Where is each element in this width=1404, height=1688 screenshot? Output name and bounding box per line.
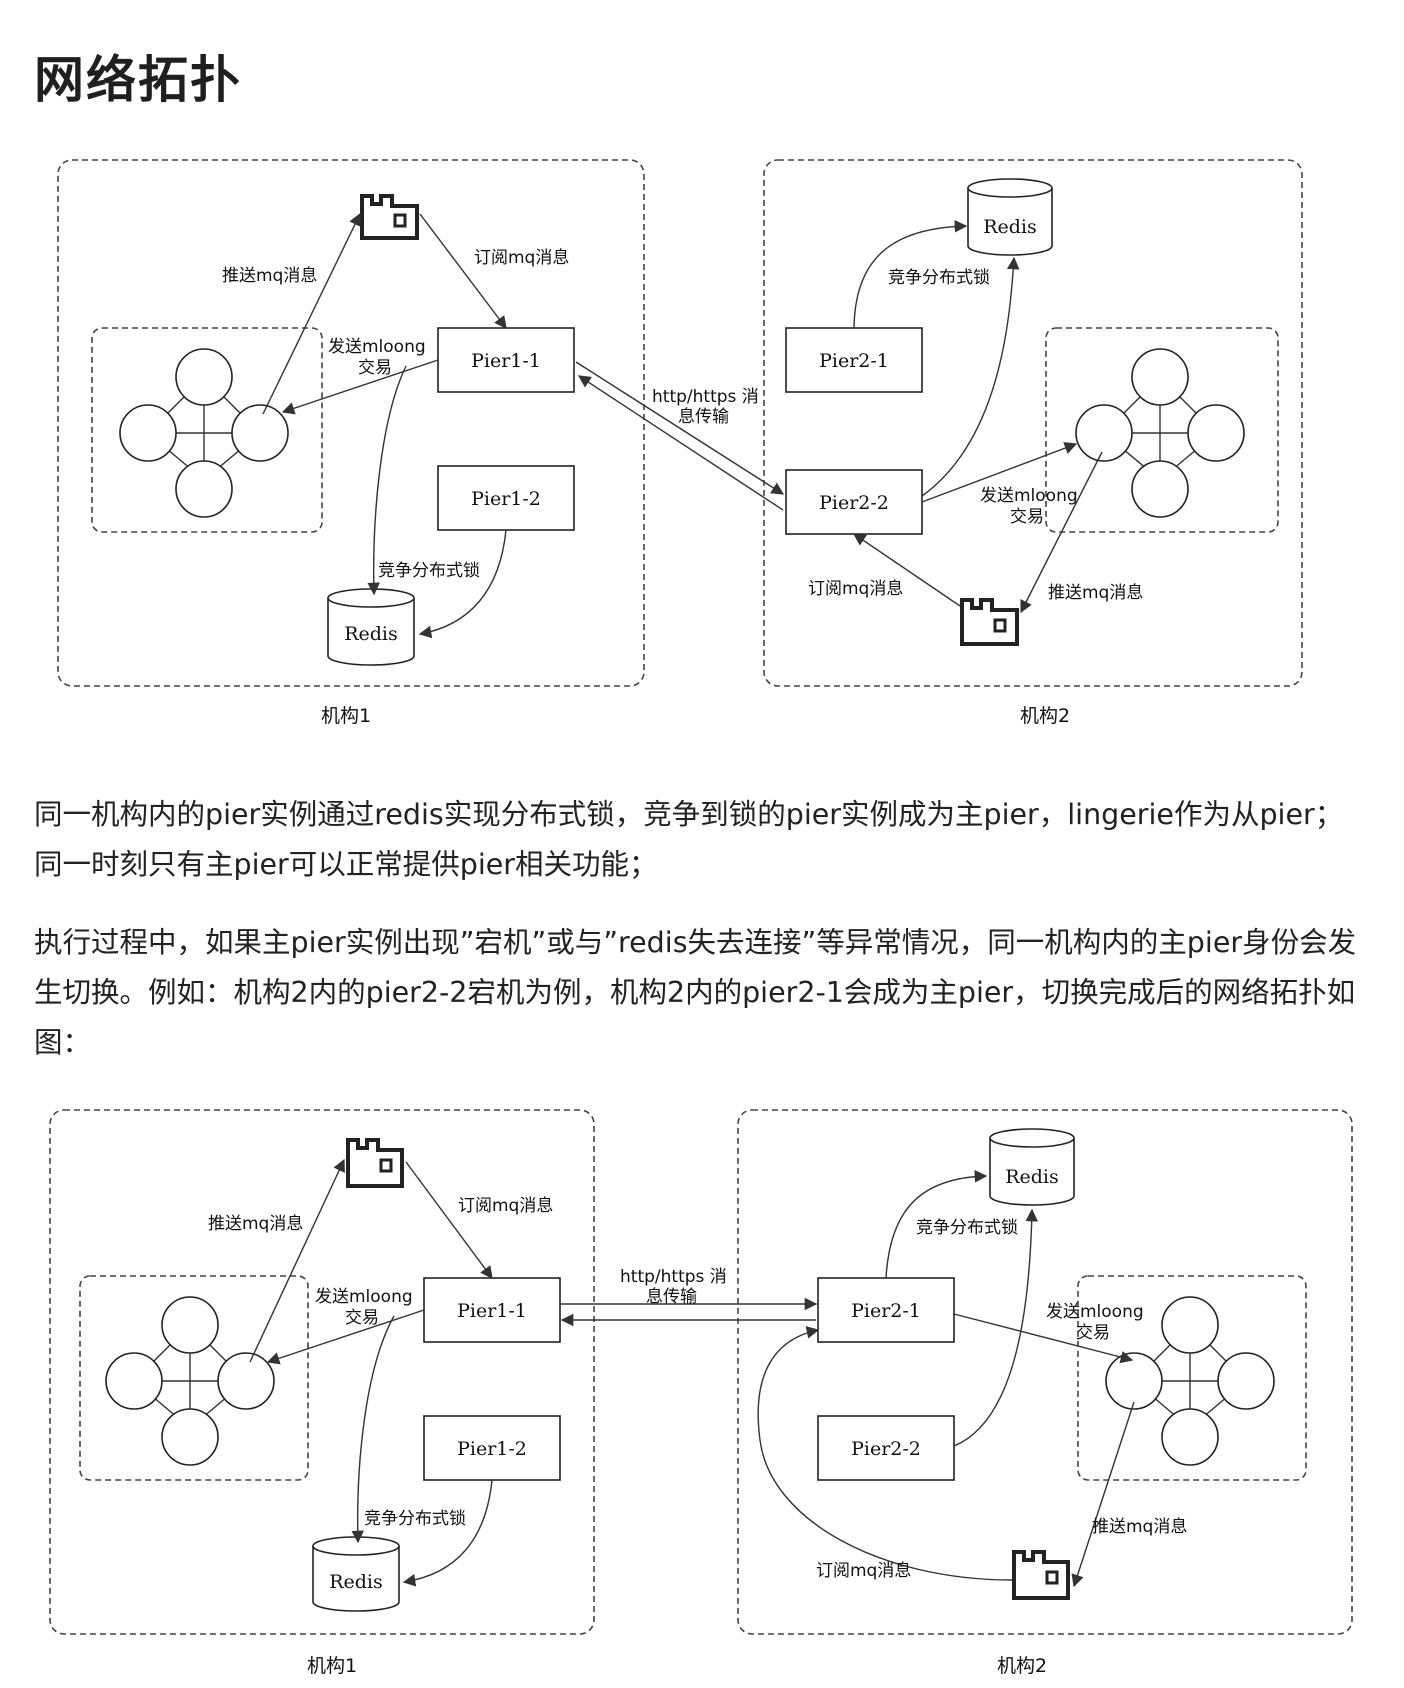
org1-redis-label: Redis xyxy=(344,623,398,645)
page-title: 网络拓扑 xyxy=(34,51,242,109)
link-label-line1: http/https 消 xyxy=(620,1267,727,1287)
org1-group: Pier1-1 Pier1-2 Redis 推送mq消息 订阅mq消息 发送ml… xyxy=(57,159,645,727)
org2-send-tx-label-line2: 交易 xyxy=(1076,1323,1110,1343)
org1-push-mq-label: 推送mq消息 xyxy=(208,1214,303,1234)
org2-pier-b-box xyxy=(817,1415,955,1481)
org2-send-tx-label-line2: 交易 xyxy=(1010,507,1044,527)
topology-diagram-before: Pier1-1 Pier1-2 Redis 推送mq消息 订阅mq消息 发送ml… xyxy=(57,159,1303,727)
topology-diagram-after: Pier1-1 Pier1-2 Redis 推送mq消息 订阅mq消息 发送ml… xyxy=(49,1109,1353,1677)
org2-blockchain-network-icon xyxy=(1075,348,1245,518)
org2-pier-a-label: Pier2-1 xyxy=(819,350,889,372)
org2-pier-a-box xyxy=(785,327,923,393)
link-label-line2: 息传输 xyxy=(678,407,729,427)
org2-blockchain-boundary xyxy=(1045,327,1279,533)
org2-boundary xyxy=(737,1109,1353,1635)
org2-subscribe-mq-label: 订阅mq消息 xyxy=(816,1561,911,1581)
org2-group: Redis Pier2-1 Pier2-2 竞争分布式锁 发送mloong 交易… xyxy=(737,1109,1353,1677)
org1-blockchain-boundary xyxy=(79,1275,309,1481)
org1-mq-factory-icon xyxy=(346,1138,404,1188)
org2-lock-label: 竞争分布式锁 xyxy=(916,1218,1018,1238)
org1-pier-b-label: Pier1-2 xyxy=(457,1438,527,1460)
org2-push-mq-label: 推送mq消息 xyxy=(1092,1517,1187,1537)
org1-send-tx-label-line1: 发送mloong xyxy=(315,1287,413,1307)
org1-lock-label: 竞争分布式锁 xyxy=(378,561,480,581)
org1-send-tx-label-line1: 发送mloong xyxy=(328,337,426,357)
org1-send-tx-label-line2: 交易 xyxy=(345,1308,379,1328)
org2-send-tx-label-line1: 发送mloong xyxy=(980,486,1078,506)
paragraph-failover: 执行过程中，如果主pier实例出现”宕机”或与”redis失去连接”等异常情况，… xyxy=(34,926,1357,1059)
org1-pier-a-box xyxy=(423,1277,561,1343)
org1-mq-factory-icon xyxy=(360,194,419,240)
org1-push-mq-label: 推送mq消息 xyxy=(222,266,317,286)
org1-pier-b-box xyxy=(437,465,575,531)
link-label-line2: 息传输 xyxy=(646,1287,697,1307)
org1-pier-a-box xyxy=(437,327,575,393)
org2-subscribe-mq-label: 订阅mq消息 xyxy=(808,579,903,599)
org1-pier-b-box xyxy=(423,1415,561,1481)
org2-redis-icon xyxy=(989,1128,1075,1206)
org2-lock-label: 竞争分布式锁 xyxy=(888,268,990,288)
org1-caption: 机构1 xyxy=(321,705,371,727)
org2-pier-b-label: Pier2-2 xyxy=(819,492,889,514)
org1-boundary xyxy=(49,1109,595,1635)
org2-redis-label: Redis xyxy=(1005,1166,1059,1188)
paragraph-master-election: 同一机构内的pier实例通过redis实现分布式锁，竞争到锁的pier实例成为主… xyxy=(34,798,1344,881)
org1-lock-label: 竞争分布式锁 xyxy=(364,1509,466,1529)
org1-blockchain-network-icon xyxy=(119,348,289,518)
org1-redis-icon xyxy=(327,588,415,666)
org2-mq-factory-icon xyxy=(960,598,1019,646)
org2-push-mq-label: 推送mq消息 xyxy=(1048,583,1143,603)
org1-subscribe-mq-label: 订阅mq消息 xyxy=(458,1196,553,1216)
org1-caption: 机构1 xyxy=(307,1655,357,1677)
org2-blockchain-network-icon xyxy=(1105,1296,1275,1466)
link-label-line1: http/https 消 xyxy=(652,387,759,407)
org1-pier-a-label: Pier1-1 xyxy=(471,350,541,372)
org1-group: Pier1-1 Pier1-2 Redis 推送mq消息 订阅mq消息 发送ml… xyxy=(49,1109,595,1677)
org2-boundary xyxy=(763,159,1303,687)
org1-subscribe-mq-label: 订阅mq消息 xyxy=(474,248,569,268)
org2-blockchain-boundary xyxy=(1077,1275,1307,1481)
org2-send-tx-label-line1: 发送mloong xyxy=(1046,1302,1144,1322)
org2-caption: 机构2 xyxy=(1020,705,1070,727)
org1-blockchain-boundary xyxy=(91,327,323,533)
org1-redis-label: Redis xyxy=(329,1571,383,1593)
org1-send-tx-label-line2: 交易 xyxy=(358,358,392,378)
org2-pier-a-label: Pier2-1 xyxy=(851,1300,921,1322)
org1-blockchain-network-icon xyxy=(105,1296,275,1466)
org1-pier-b-label: Pier1-2 xyxy=(471,488,541,510)
org2-redis-label: Redis xyxy=(983,216,1037,238)
org1-redis-icon xyxy=(312,1536,400,1612)
org2-caption: 机构2 xyxy=(997,1655,1047,1677)
org2-pier-a-box xyxy=(817,1277,955,1343)
org2-group: Redis Pier2-1 Pier2-2 竞争分布式锁 发送mloong 交易… xyxy=(763,159,1303,727)
org2-mq-factory-icon xyxy=(1012,1550,1070,1600)
org1-pier-a-label: Pier1-1 xyxy=(457,1300,527,1322)
org2-pier-b-label: Pier2-2 xyxy=(851,1438,921,1460)
org2-redis-icon xyxy=(967,178,1053,256)
